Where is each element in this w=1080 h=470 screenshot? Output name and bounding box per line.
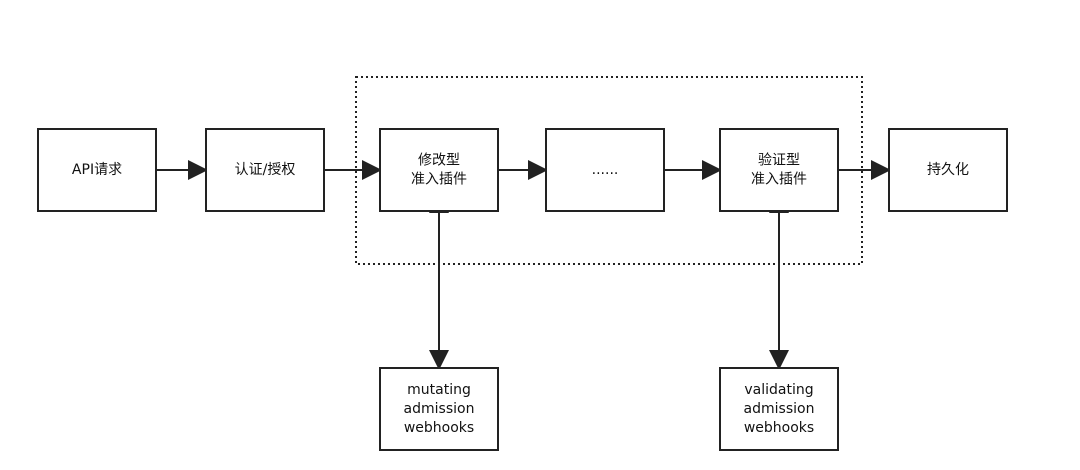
node-label-ellipsis: ...... (592, 162, 619, 178)
node-box-persistence (888, 128, 1008, 212)
node-box-validating-plugin (719, 128, 839, 212)
node-api-request: API请求 (37, 128, 157, 212)
edges-layer (156, 160, 891, 370)
node-label-mutating-webhooks: admission (404, 401, 475, 417)
node-label-validating-webhooks: validating (744, 382, 813, 398)
node-box-ellipsis (545, 128, 665, 212)
node-label-api-request: API请求 (72, 162, 122, 178)
node-persistence: 持久化 (888, 128, 1008, 212)
node-box-api-request (37, 128, 157, 212)
node-box-auth (205, 128, 325, 212)
node-label-auth: 认证/授权 (235, 162, 296, 178)
node-label-validating-webhooks: webhooks (744, 420, 814, 436)
node-label-persistence: 持久化 (927, 162, 969, 178)
node-label-mutating-webhooks: mutating (407, 382, 471, 398)
node-label-mutating-plugin: 修改型 (418, 153, 460, 169)
admission-plugins-group (355, 76, 863, 265)
node-mutating-webhooks: mutating admission webhooks (379, 367, 499, 451)
node-validating-webhooks: validating admission webhooks (719, 367, 839, 451)
node-box-validating-webhooks (719, 367, 839, 451)
node-box-mutating-plugin (379, 128, 499, 212)
node-label-validating-plugin: 验证型 (758, 153, 800, 169)
node-ellipsis: ...... (545, 128, 665, 212)
node-auth: 认证/授权 (205, 128, 325, 212)
node-label-mutating-webhooks: webhooks (404, 420, 474, 436)
node-label-validating-webhooks: admission (744, 401, 815, 417)
node-label-mutating-plugin: 准入插件 (411, 172, 467, 188)
node-label-validating-plugin: 准入插件 (751, 172, 807, 188)
node-box-mutating-webhooks (379, 367, 499, 451)
